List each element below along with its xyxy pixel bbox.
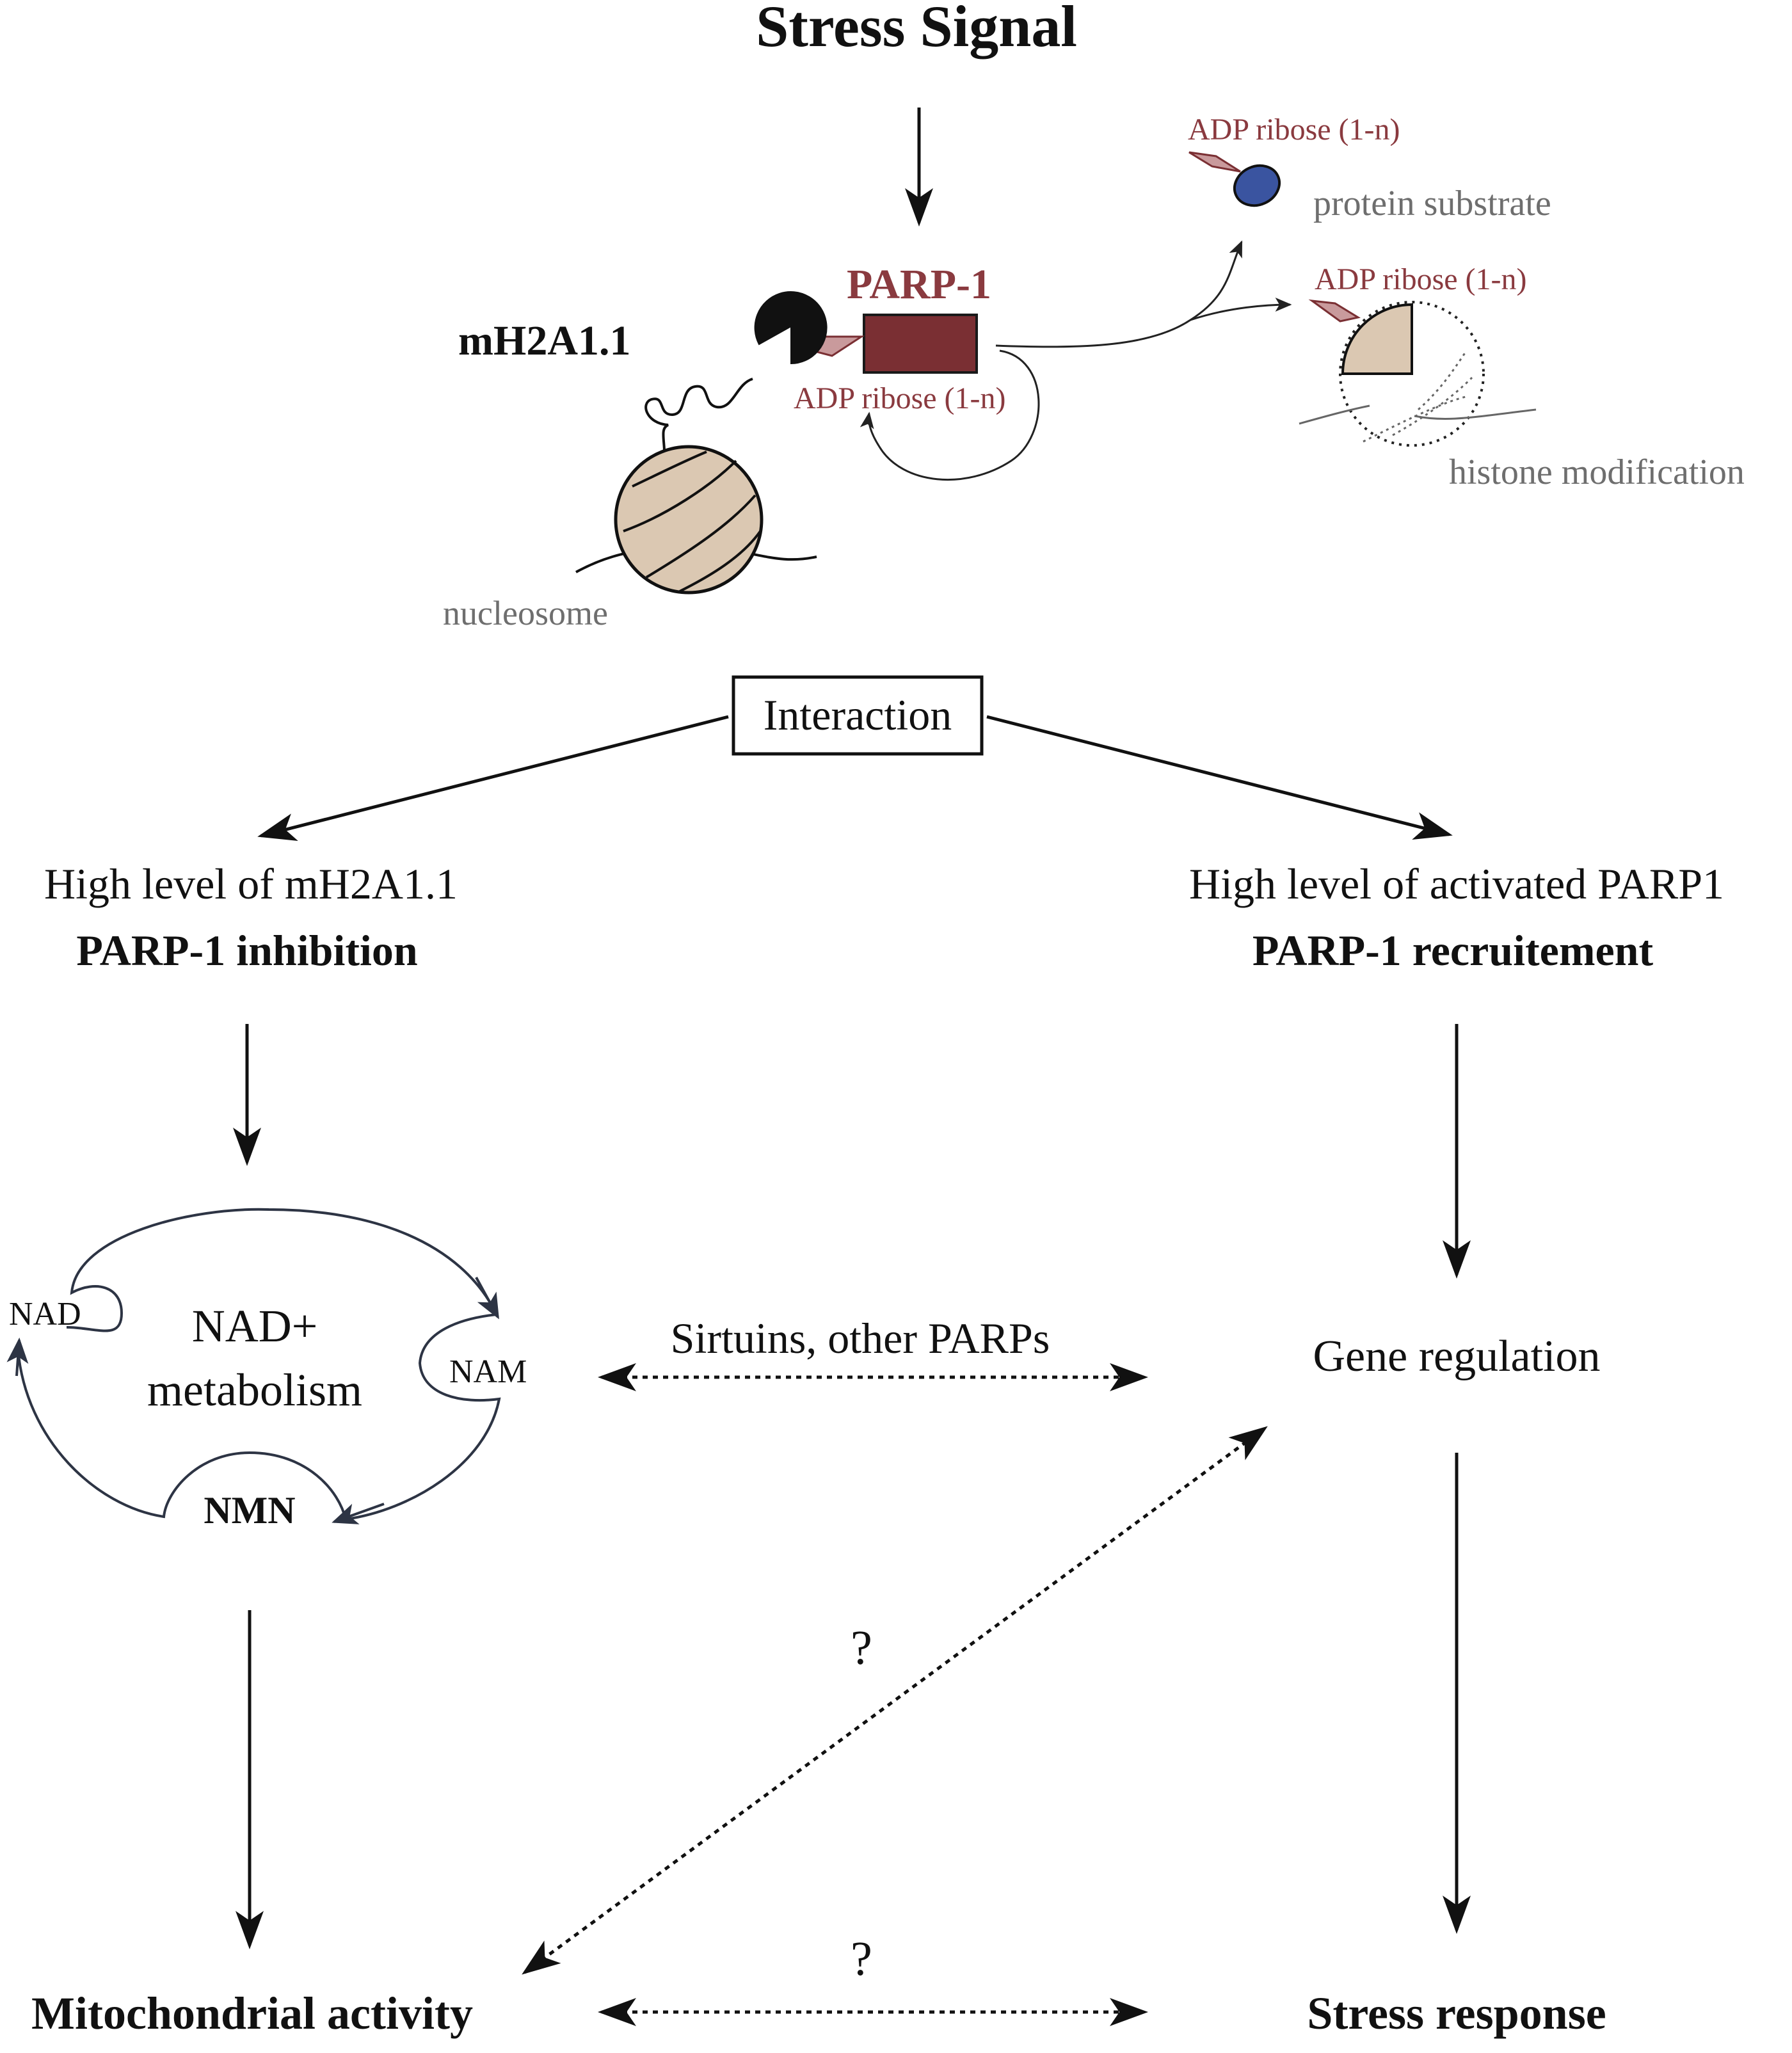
histone-outline-dotted	[1339, 301, 1485, 447]
stress-response-label: Stress response	[1307, 1988, 1606, 2039]
adp-ribose-tag-histone	[1308, 299, 1361, 323]
histone-tail-linker	[644, 378, 753, 461]
diagonal-bidirectional-arrow	[522, 1426, 1268, 1975]
left-level-label: High level of mH2A1.1	[44, 859, 458, 908]
adp-ribose-histone-label: ADP ribose (1-n)	[1315, 262, 1527, 296]
nad-metabolism-line1: NAD+	[192, 1300, 318, 1352]
adp-ribose-self-label: ADP ribose (1-n)	[794, 381, 1006, 415]
mitochondrial-activity-label: Mitochondrial activity	[31, 1988, 473, 2039]
nad-metabolism-line2: metabolism	[147, 1364, 362, 1416]
nad-label: NAD	[9, 1296, 81, 1332]
cycle-arrow-nmn	[332, 1503, 385, 1524]
nucleosome-label: nucleosome	[443, 594, 608, 632]
right-level-label: High level of activated PARP1	[1189, 859, 1724, 908]
histone-wedge-icon	[1341, 303, 1413, 375]
sirtuins-label: Sirtuins, other PARPs	[671, 1314, 1050, 1362]
question-mark-diagonal: ?	[851, 1621, 872, 1675]
interaction-label: Interaction	[764, 691, 952, 739]
interaction-to-left-arrow	[257, 715, 729, 841]
adp-ribose-tag-protein	[1188, 151, 1241, 173]
automodification-loop-arrow	[860, 349, 1040, 481]
interaction-to-right-arrow	[986, 715, 1453, 840]
nam-label: NAM	[449, 1354, 527, 1390]
parp-to-targets-arrow	[995, 240, 1243, 348]
parp1-box	[863, 314, 978, 374]
nmn-label: NMN	[204, 1489, 295, 1531]
nad-cycle-outline	[17, 1208, 501, 1521]
mh2a11-label: mH2A1.1	[458, 317, 630, 364]
cycle-arrow-nam	[475, 1277, 499, 1320]
dna-strand-histone	[1299, 404, 1537, 425]
protein-substrate-icon	[1233, 164, 1281, 207]
gene-regulation-label: Gene regulation	[1313, 1332, 1601, 1381]
nucleosome-icon	[614, 445, 764, 595]
parp1-label: PARP-1	[847, 261, 991, 308]
question-mark-bottom: ?	[851, 1932, 872, 1986]
protein-substrate-label: protein substrate	[1313, 184, 1551, 223]
histone-modification-label: histone modification	[1449, 452, 1745, 492]
left-effect-label: PARP-1 inhibition	[76, 926, 417, 975]
parp-to-histone-arrow	[1190, 298, 1292, 321]
adp-ribose-protein-label: ADP ribose (1-n)	[1188, 113, 1400, 147]
title: Stress Signal	[756, 0, 1077, 59]
interaction-box	[732, 675, 984, 756]
mh2a11-macrodomain-icon	[754, 291, 828, 365]
cycle-arrow-nad	[6, 1338, 29, 1377]
right-effect-label: PARP-1 recruitement	[1252, 926, 1654, 975]
nucleosome-dna-wrap	[623, 451, 762, 593]
histone-dna-wrap	[1363, 351, 1473, 443]
